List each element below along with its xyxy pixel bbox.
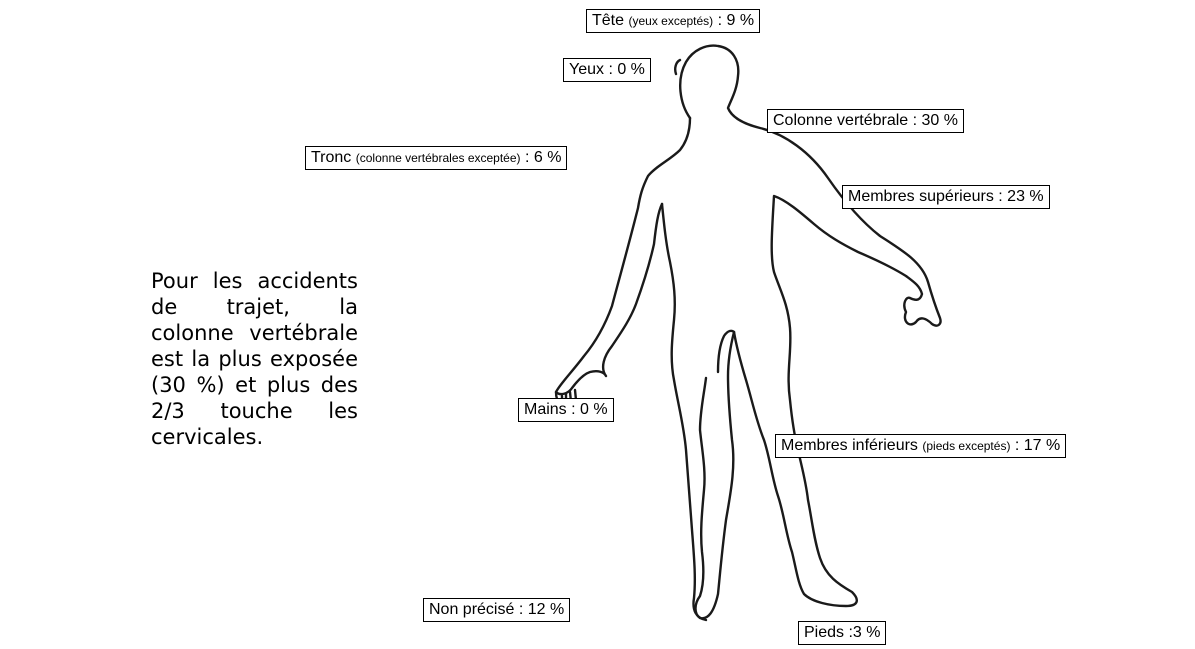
label-tete-note: (yeux exceptés) bbox=[628, 14, 713, 28]
label-non-precise-main: Non précisé : 12 % bbox=[429, 601, 564, 618]
label-tete-value: : 9 % bbox=[718, 12, 754, 29]
label-colonne-main: Colonne vertébrale : 30 % bbox=[773, 112, 958, 129]
label-membres-inferieurs: Membres inférieurs (pieds exceptés) : 17… bbox=[775, 434, 1066, 458]
label-membres-inferieurs-main: Membres inférieurs bbox=[781, 437, 918, 454]
label-membres-inferieurs-note: (pieds exceptés) bbox=[922, 439, 1010, 453]
label-yeux-main: Yeux : 0 % bbox=[569, 61, 645, 78]
label-membres-superieurs: Membres supérieurs : 23 % bbox=[842, 185, 1050, 209]
label-tete-main: Tête bbox=[592, 12, 624, 29]
label-membres-inferieurs-value: : 17 % bbox=[1015, 437, 1060, 454]
label-tronc-note: (colonne vertébrales exceptée) bbox=[356, 151, 521, 165]
label-tete: Tête (yeux exceptés) : 9 % bbox=[586, 9, 760, 33]
label-colonne: Colonne vertébrale : 30 % bbox=[767, 109, 964, 133]
label-yeux: Yeux : 0 % bbox=[563, 58, 651, 82]
label-pieds: Pieds :3 % bbox=[798, 621, 886, 645]
label-mains: Mains : 0 % bbox=[518, 398, 614, 422]
label-tronc-main: Tronc bbox=[311, 149, 351, 166]
label-pieds-main: Pieds :3 % bbox=[804, 624, 880, 641]
label-non-precise: Non précisé : 12 % bbox=[423, 598, 570, 622]
label-tronc: Tronc (colonne vertébrales exceptée) : 6… bbox=[305, 146, 567, 170]
label-mains-main: Mains : 0 % bbox=[524, 401, 608, 418]
label-membres-superieurs-main: Membres supérieurs : 23 % bbox=[848, 188, 1044, 205]
label-tronc-value: : 6 % bbox=[525, 149, 561, 166]
